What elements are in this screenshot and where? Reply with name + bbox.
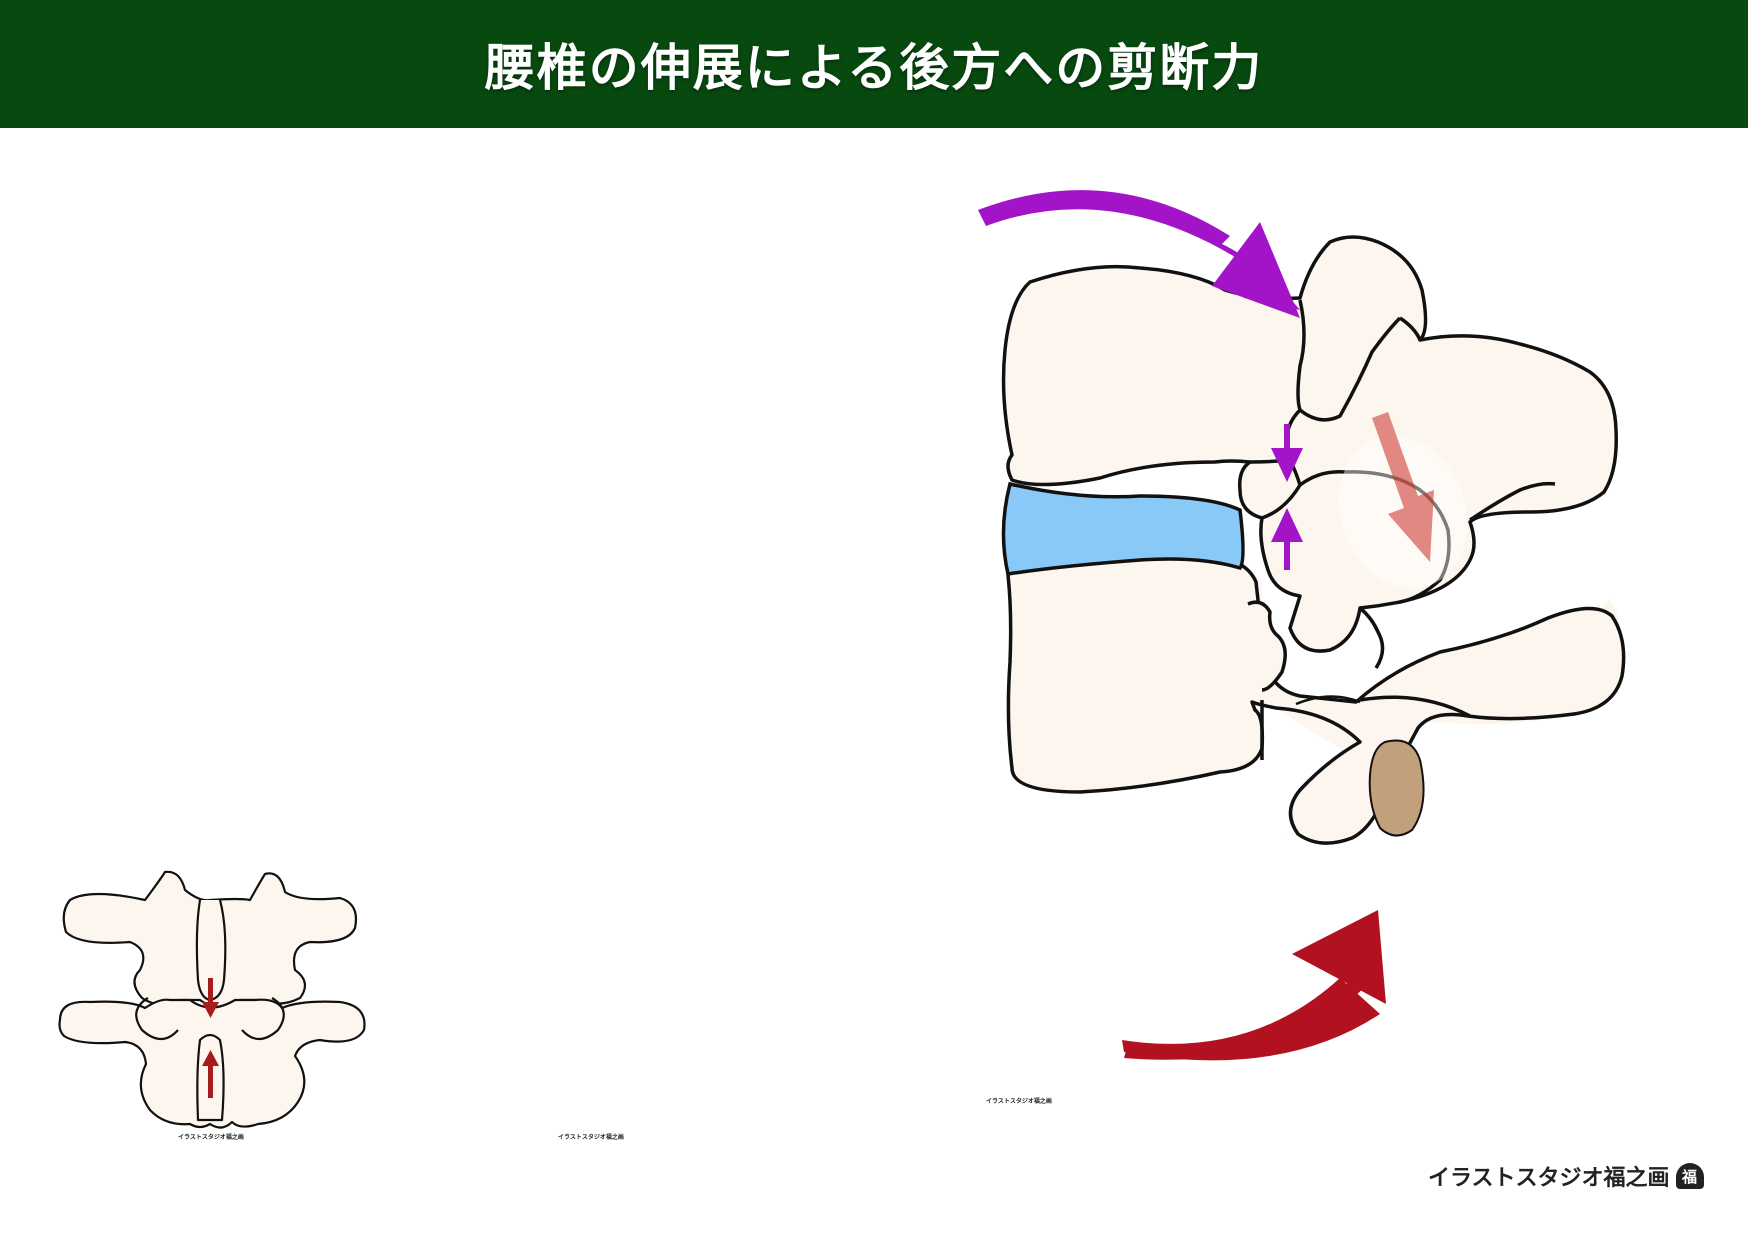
studio-logo-icon: 福	[1675, 1163, 1704, 1189]
compression-arrow-up	[1271, 508, 1303, 570]
posterior-shear-arrow	[1338, 412, 1468, 589]
zoom-arrow	[1122, 910, 1386, 1061]
studio-credit: イラストスタジオ福之画 福	[1428, 1160, 1704, 1192]
intervertebral-disc	[1001, 481, 1245, 576]
intervertebral-foramen	[1368, 739, 1425, 837]
mini-credit-1: イラストスタジオ福之画	[178, 1134, 244, 1141]
mini-credit-3: イラストスタジオ福之画	[986, 1098, 1052, 1105]
title-banner: 腰椎の伸展による後方への剪断力	[0, 0, 1748, 128]
compression-arrow-down	[1271, 424, 1303, 482]
mini-credit-2: イラストスタジオ福之画	[558, 1134, 624, 1141]
posterior-view-1	[58, 870, 366, 1129]
lower-vertebra	[1006, 553, 1626, 845]
extension-arrow	[978, 190, 1300, 318]
page-title: 腰椎の伸展による後方への剪断力	[484, 39, 1264, 97]
studio-credit-text: イラストスタジオ福之画	[1428, 1166, 1670, 1191]
